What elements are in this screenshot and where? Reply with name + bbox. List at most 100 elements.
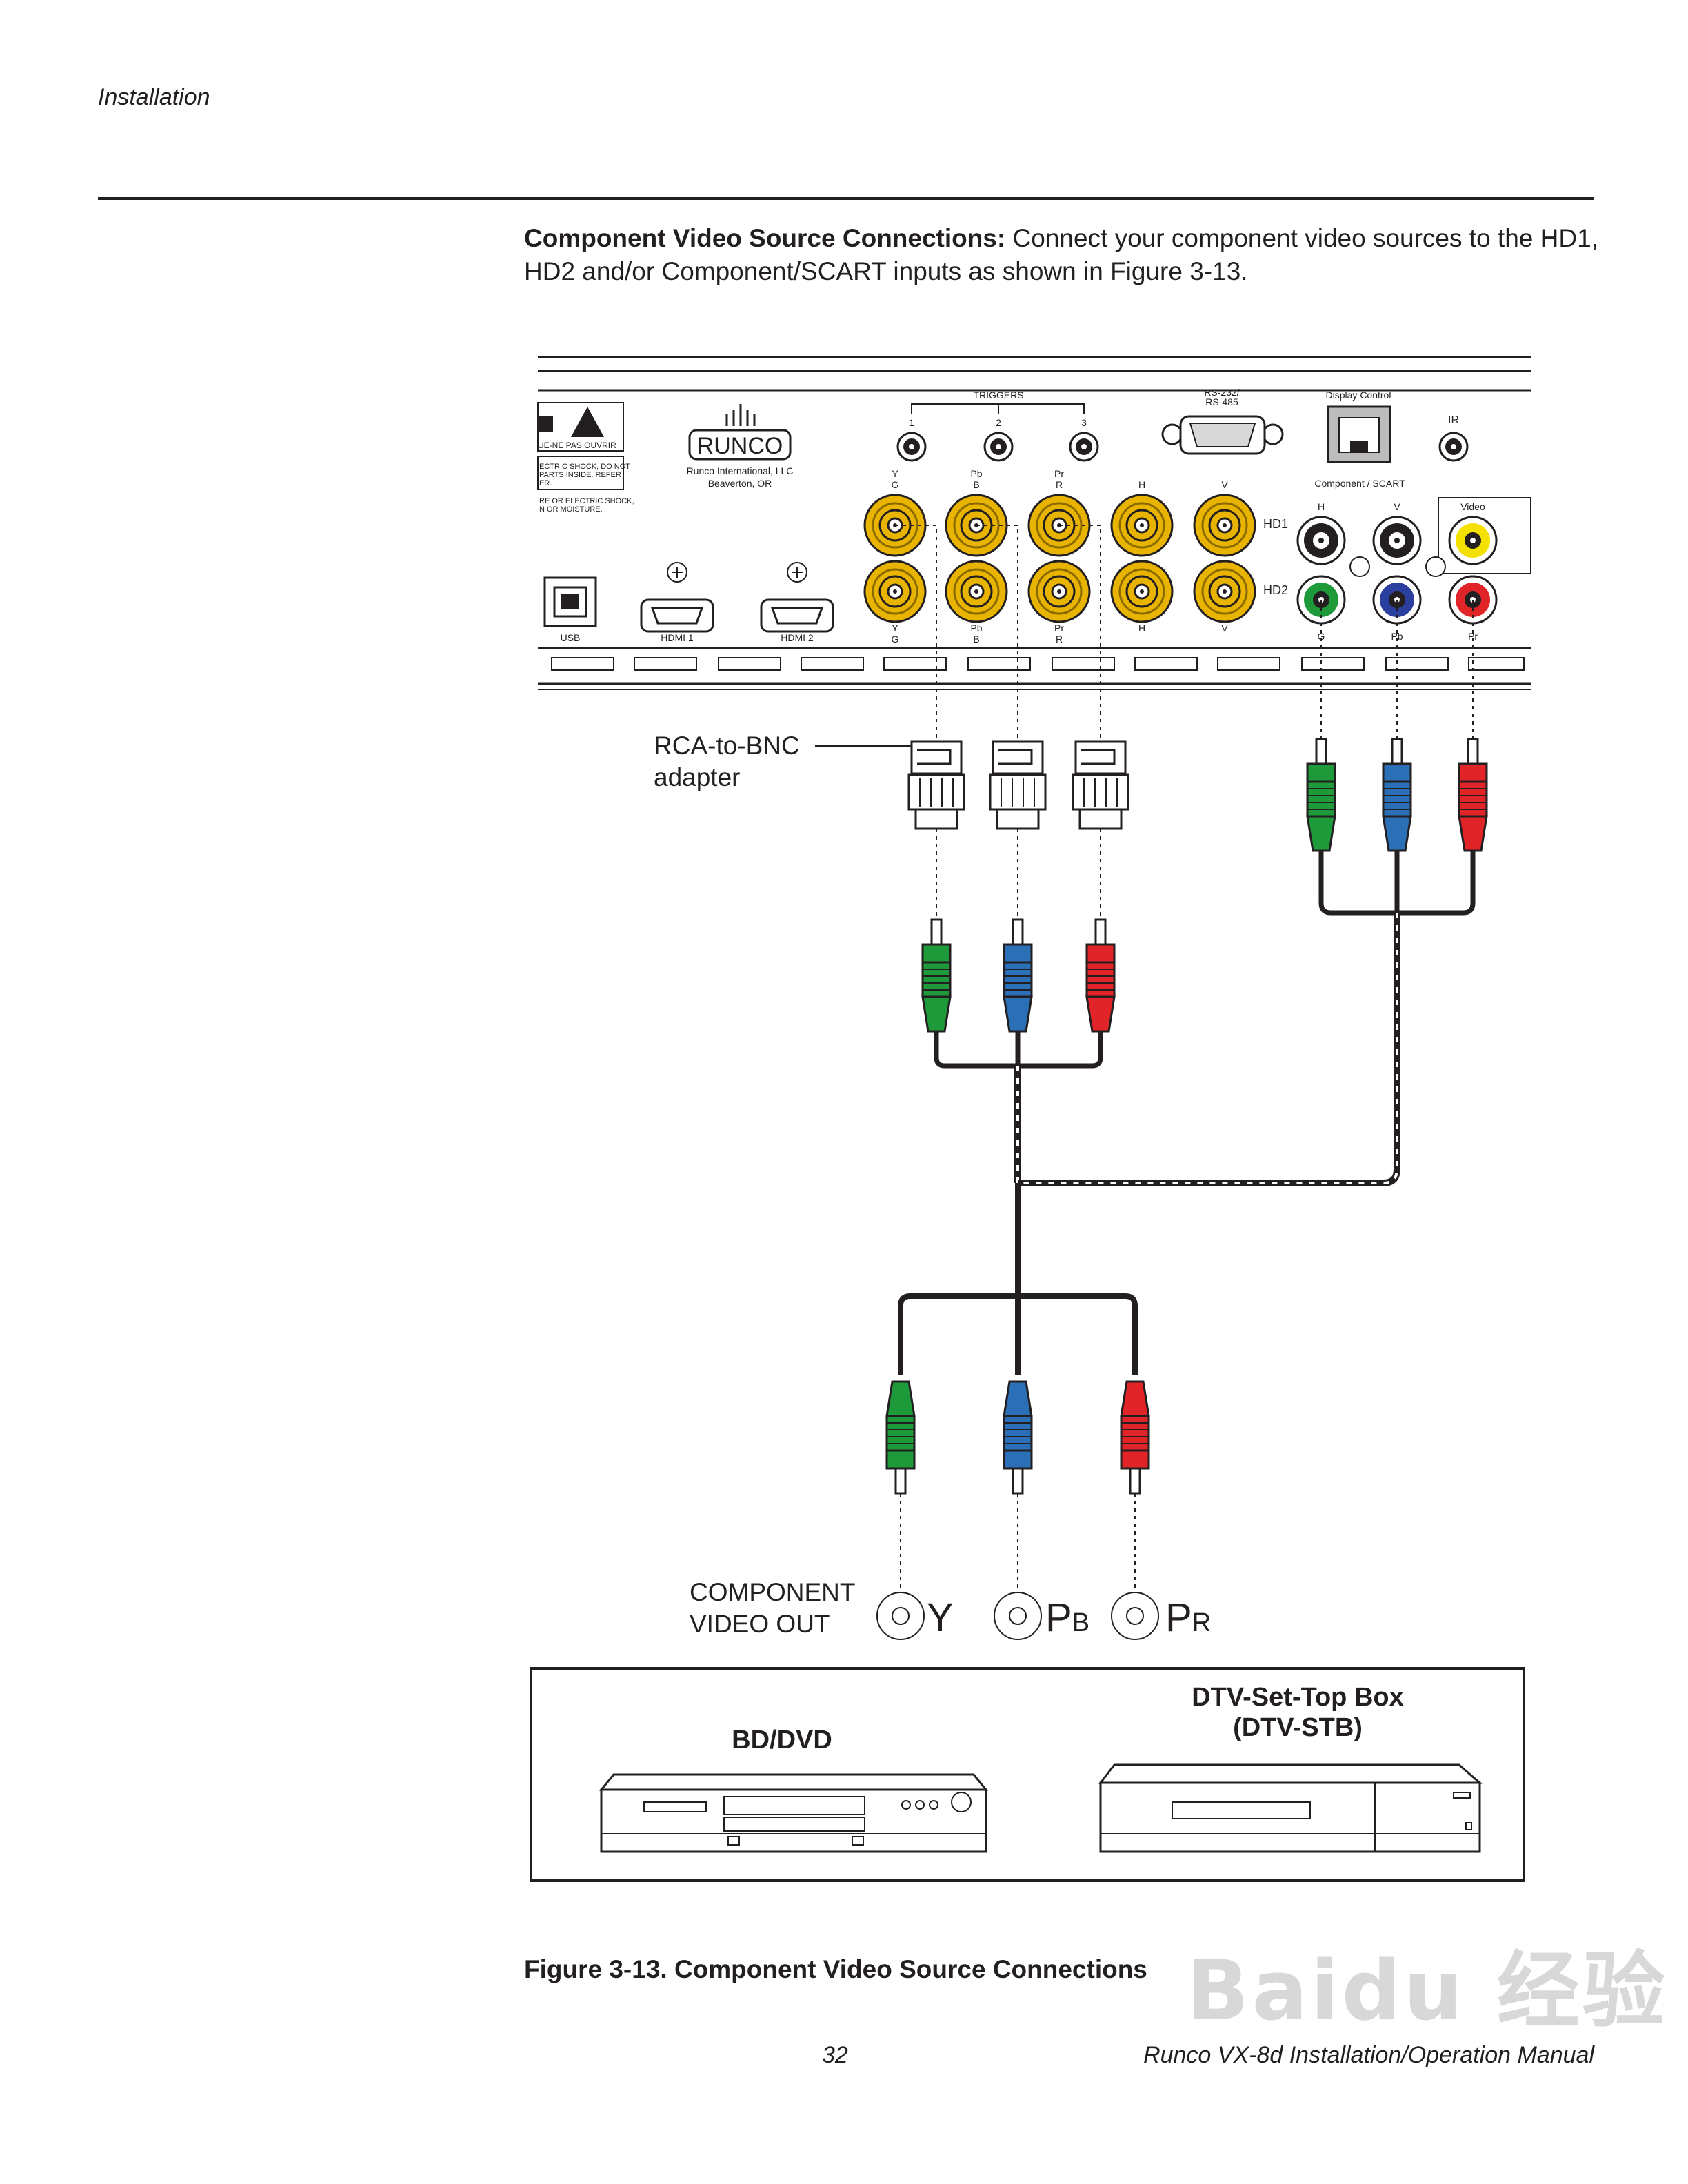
intro-body: Connect your component video sources to … xyxy=(524,224,1598,285)
warning-line-5: N OR MOISTURE. xyxy=(539,505,603,514)
hd2-y-bnc-input[interactable] xyxy=(863,560,927,623)
svg-text:Pr: Pr xyxy=(1054,468,1064,479)
trigger-number-3: 3 xyxy=(1081,417,1087,428)
trunk-cables xyxy=(898,913,1400,1375)
intro-paragraph: Component Video Source Connections: Conn… xyxy=(524,222,1600,288)
hd2-pb-bnc-input[interactable] xyxy=(945,560,1008,623)
company-city: Beaverton, OR xyxy=(708,478,772,489)
source-y-jack[interactable] xyxy=(876,1592,925,1640)
scart-h-input[interactable] xyxy=(1296,516,1346,565)
svg-text:!: ! xyxy=(581,416,587,437)
hdmi2-port[interactable] xyxy=(760,598,834,633)
svg-text:R: R xyxy=(1056,634,1063,645)
svg-text:B: B xyxy=(973,634,979,645)
warning-text: UE-NE PAS OUVRIR xyxy=(538,441,616,450)
warning-line-1: ECTRIC SHOCK, DO NOT xyxy=(539,463,630,471)
rs232-label: RS-232/ xyxy=(1204,387,1239,398)
intro-heading: Component Video Source Connections: xyxy=(524,224,1006,252)
stb-label-line1: DTV-Set-Top Box xyxy=(1192,1683,1404,1712)
source-pr-label: PR xyxy=(1165,1595,1211,1640)
plug-set-source xyxy=(885,1380,1150,1495)
source-pb-label: PB xyxy=(1045,1595,1089,1640)
stb-label-line2: (DTV-STB) xyxy=(1233,1713,1363,1742)
adapter-label-line1: RCA-to-BNC xyxy=(654,731,800,760)
svg-text:V: V xyxy=(1394,501,1400,512)
svg-text:Pb: Pb xyxy=(1391,631,1403,642)
bd-dvd-player xyxy=(599,1773,989,1853)
scart-v-input[interactable] xyxy=(1372,516,1422,565)
hdmi2-screw-icon xyxy=(787,562,807,583)
component-out-label-line1: COMPONENT xyxy=(690,1578,856,1606)
svg-text:Pb: Pb xyxy=(970,468,982,479)
rca-to-bnc-adapter-pr xyxy=(1072,740,1129,830)
plug-set-bnc xyxy=(921,918,1116,1069)
svg-text:G: G xyxy=(1318,631,1325,642)
component-scart-label: Component / SCART xyxy=(1314,478,1405,489)
svg-text:Y: Y xyxy=(892,623,898,634)
rca-to-bnc-adapter-pb xyxy=(989,740,1047,830)
header-rule xyxy=(98,197,1594,200)
bd-dvd-label: BD/DVD xyxy=(732,1726,832,1755)
adapter-label-line2: adapter xyxy=(654,763,741,791)
hdmi1-screw-icon xyxy=(667,562,687,583)
hd1-label: HD1 xyxy=(1263,517,1288,531)
usb-label: USB xyxy=(561,632,581,643)
rs232-port[interactable] xyxy=(1161,415,1284,455)
svg-text:H: H xyxy=(1138,479,1145,490)
trigger-jack-2[interactable] xyxy=(983,432,1014,462)
svg-text:Video: Video xyxy=(1460,501,1485,512)
company-name: Runco International, LLC xyxy=(687,465,794,476)
trigger-number-2: 2 xyxy=(996,417,1001,428)
rca-to-bnc-adapter-y xyxy=(907,740,965,830)
hd2-h-bnc-input[interactable] xyxy=(1110,560,1174,623)
section-label: Installation xyxy=(98,84,210,110)
svg-text:H: H xyxy=(1318,501,1325,512)
plug-set-scart xyxy=(1306,738,1488,916)
dtv-set-top-box xyxy=(1098,1763,1483,1853)
component-out-label-line2: VIDEO OUT xyxy=(690,1610,830,1638)
projector-back-panel: ! UE-NE PAS OUVRIR ECTRIC SHOCK, DO NOT … xyxy=(537,356,1531,690)
hd1-h-bnc-input[interactable] xyxy=(1110,494,1174,557)
svg-text:R: R xyxy=(1056,479,1063,490)
source-pb-jack[interactable] xyxy=(994,1592,1042,1640)
scart-video-input[interactable] xyxy=(1448,516,1498,565)
warning-line-4: RE OR ELECTRIC SHOCK, xyxy=(539,497,634,505)
svg-text:V: V xyxy=(1221,623,1228,634)
trigger-jack-3[interactable] xyxy=(1069,432,1099,462)
usb-port[interactable] xyxy=(543,576,597,627)
svg-text:RUNCO: RUNCO xyxy=(697,433,783,459)
svg-text:Pr: Pr xyxy=(1054,623,1064,634)
hdmi2-label: HDMI 2 xyxy=(781,632,814,643)
hd1-v-bnc-input[interactable] xyxy=(1193,494,1256,557)
hd2-pr-bnc-input[interactable] xyxy=(1027,560,1091,623)
svg-text:Pb: Pb xyxy=(970,623,982,634)
runco-logo: RUNCO xyxy=(688,404,792,461)
svg-text:B: B xyxy=(973,479,979,490)
trigger-jack-1[interactable] xyxy=(896,432,927,462)
svg-text:G: G xyxy=(892,479,899,490)
warning-line-3: ER. xyxy=(539,479,552,487)
figure-caption: Figure 3-13. Component Video Source Conn… xyxy=(524,1955,1147,1983)
page-number: 32 xyxy=(822,2042,848,2068)
hd2-label: HD2 xyxy=(1263,583,1288,597)
display-control-label: Display Control xyxy=(1326,390,1391,401)
svg-text:Pr: Pr xyxy=(1468,631,1478,642)
hdmi1-port[interactable] xyxy=(640,598,714,633)
trigger-number-1: 1 xyxy=(909,417,914,428)
hdmi1-label: HDMI 1 xyxy=(661,632,694,643)
ir-jack[interactable] xyxy=(1438,432,1469,462)
source-pr-jack[interactable] xyxy=(1111,1592,1159,1640)
svg-text:H: H xyxy=(1138,623,1145,634)
svg-text:G: G xyxy=(892,634,899,645)
source-y-label: Y xyxy=(927,1595,954,1640)
ir-label: IR xyxy=(1448,414,1459,426)
hd2-v-bnc-input[interactable] xyxy=(1193,560,1256,623)
manual-title: Runco VX-8d Installation/Operation Manua… xyxy=(1143,2042,1594,2068)
guide-lines xyxy=(895,525,1474,1606)
warning-triangle-icon xyxy=(571,407,604,437)
svg-text:Y: Y xyxy=(892,468,898,479)
display-control-port[interactable] xyxy=(1327,405,1391,463)
svg-text:V: V xyxy=(1221,479,1228,490)
baidu-watermark: Baidu 经验 xyxy=(1186,1943,1668,2039)
